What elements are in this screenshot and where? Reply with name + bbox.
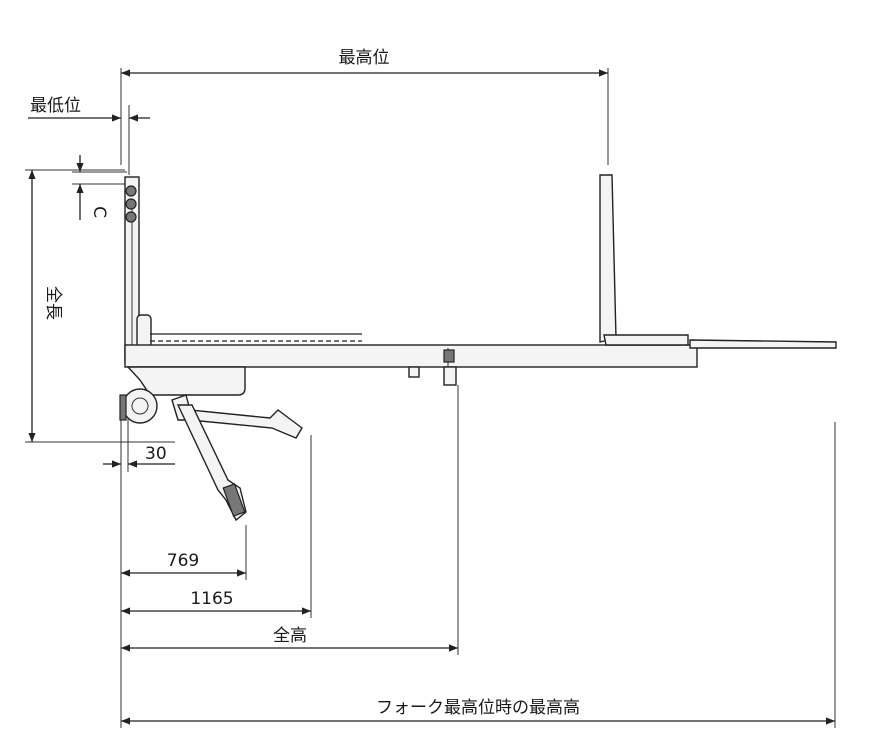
dim-max-height-at-fork-top: フォーク最高位時の最高高 <box>120 422 836 728</box>
label-1165: 1165 <box>190 589 233 609</box>
dim-1165: 1165 <box>121 435 312 618</box>
dim-overall-height: 全高 <box>121 385 459 655</box>
label-max-height: 最高位 <box>339 48 390 68</box>
dim-overall-length: 全長 <box>25 169 175 443</box>
dim-c: C <box>72 155 127 220</box>
mast-roller-top <box>125 185 137 197</box>
label-overall-length: 全長 <box>43 286 63 320</box>
label-769: 769 <box>167 551 199 571</box>
forklift-drawing <box>119 174 837 522</box>
raised-fork-base <box>603 334 689 346</box>
mast-roller-bottom <box>125 211 137 223</box>
drive-wheel <box>122 388 158 424</box>
drive-housing <box>126 366 246 396</box>
raised-fork-upright <box>599 174 617 343</box>
chassis <box>124 344 698 368</box>
label-max-height-at-fork-top: フォーク最高位時の最高高 <box>376 698 580 718</box>
dim-30: 30 <box>103 400 175 472</box>
label-c: C <box>89 206 109 218</box>
fork-tine <box>689 339 837 349</box>
dim-min-height: 最低位 <box>28 96 150 175</box>
label-overall-height: 全高 <box>273 626 307 646</box>
mast-roller-mid <box>125 198 137 210</box>
label-min-height: 最低位 <box>30 96 81 116</box>
label-30: 30 <box>145 444 167 464</box>
dim-max-height: 最高位 <box>120 48 609 165</box>
dim-769: 769 <box>121 525 247 580</box>
